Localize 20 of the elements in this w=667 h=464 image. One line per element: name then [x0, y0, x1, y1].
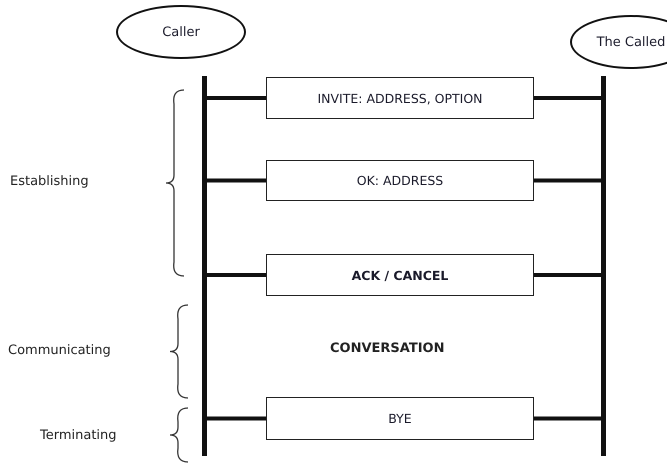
connector-line: [207, 416, 266, 420]
connector-line: [207, 96, 266, 100]
actor-ellipse: Caller: [116, 5, 246, 59]
phase-label: Communicating: [8, 343, 111, 358]
lifeline-bar: [202, 76, 207, 456]
phase-label: Terminating: [40, 428, 117, 443]
connector-line: [207, 178, 266, 182]
message-box: ACK / CANCEL: [266, 254, 534, 296]
connector-line: [207, 273, 266, 277]
connector-line: [534, 178, 601, 182]
message-box: INVITE: ADDRESS, OPTION: [266, 77, 534, 119]
actor-ellipse: The Called: [570, 15, 667, 69]
connector-line: [534, 96, 601, 100]
message-box: BYE: [266, 397, 534, 440]
lifeline-bar: [601, 76, 606, 456]
message-box: OK: ADDRESS: [266, 160, 534, 201]
message-label: CONVERSATION: [330, 341, 444, 356]
phase-label: Establishing: [10, 174, 89, 189]
connector-line: [534, 416, 601, 420]
connector-line: [534, 273, 601, 277]
